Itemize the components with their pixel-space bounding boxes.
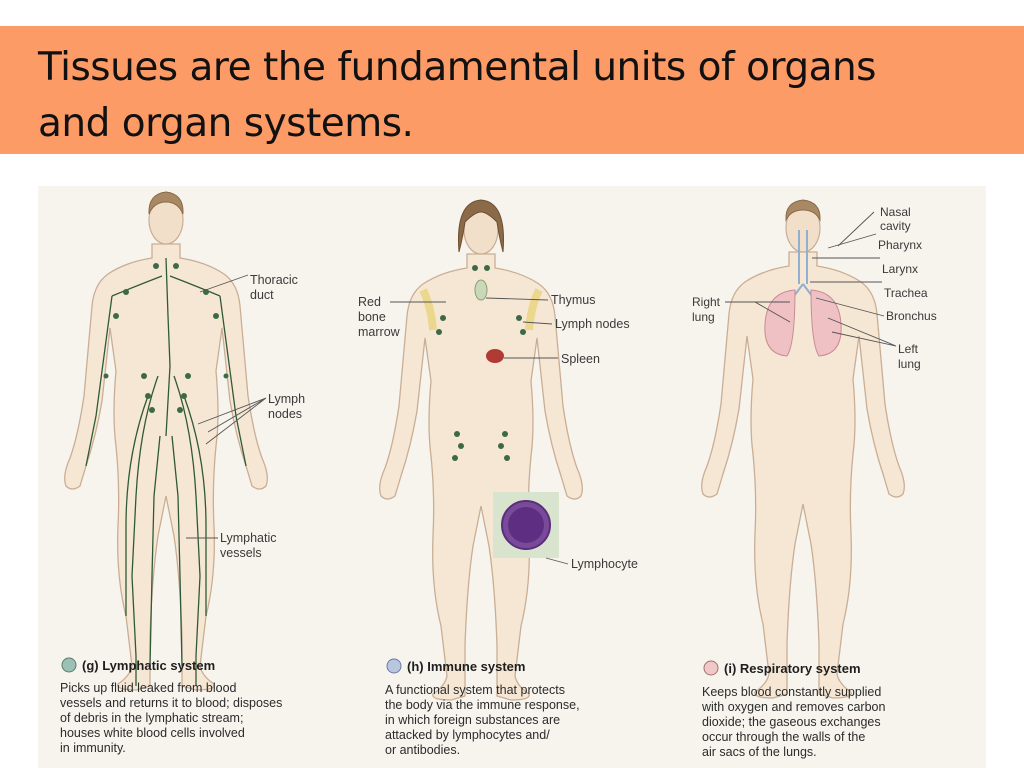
caption-immune-line: A functional system that protects [385, 683, 565, 697]
label-lymph-nodes: Lymph nodes [555, 317, 630, 331]
label-left-2: lung [898, 357, 921, 371]
lymph-nodes-immune-leader [522, 321, 553, 325]
label-lymphocyte: Lymphocyte [571, 557, 638, 571]
label-vessels-1: Lymphatic [220, 531, 277, 545]
pharynx-leader [827, 233, 877, 249]
caption-lymphatic-heading: (g) Lymphatic system [82, 658, 215, 673]
respiratory-bullet-icon [703, 660, 719, 676]
title-line-2: and organ systems. [38, 101, 414, 146]
label-bronchus: Bronchus [886, 309, 937, 323]
label-right-1: Right [692, 295, 721, 309]
caption-lymphatic-line: of debris in the lymphatic stream; [60, 711, 243, 725]
lymphatic-figure [64, 191, 268, 691]
right-lung-leader [725, 301, 791, 323]
lymphocyte-leader [545, 557, 569, 565]
label-vessels-2: vessels [220, 546, 262, 560]
label-larynx: Larynx [882, 262, 918, 276]
label-spleen: Spleen [561, 352, 600, 366]
caption-immune-line: in which foreign substances are [385, 713, 560, 727]
caption-lymphatic-line: in immunity. [60, 741, 126, 755]
thymus-leader [485, 297, 549, 301]
label-thoracic-1: Thoracic [250, 273, 298, 287]
thoracic-duct-leader [199, 274, 249, 293]
caption-immune-heading: (h) Immune system [407, 659, 525, 674]
caption-immune: (h) Immune system A functional system th… [385, 658, 580, 757]
slide-title: Tissues are the fundamental units of org… [38, 40, 1024, 152]
caption-respiratory-line: Keeps blood constantly supplied [702, 685, 881, 699]
label-trachea: Trachea [884, 286, 928, 300]
immune-bullet-icon [386, 658, 402, 674]
caption-immune-line: the body via the immune response, [385, 698, 580, 712]
label-lymph-1: Lymph [268, 392, 305, 406]
caption-immune-line: attacked by lymphocytes and/ [385, 728, 550, 742]
label-lymph-2: nodes [268, 407, 302, 421]
caption-immune-line: or antibodies. [385, 743, 460, 757]
label-nasal-1: Nasal [880, 205, 911, 219]
title-band: Tissues are the fundamental units of org… [0, 26, 1024, 154]
title-line-1: Tissues are the fundamental units of org… [38, 45, 877, 90]
label-left-1: Left [898, 342, 919, 356]
label-thoracic-2: duct [250, 288, 274, 302]
caption-lymphatic-line: houses white blood cells involved [60, 726, 245, 740]
label-marrow-2: bone [358, 310, 386, 324]
label-thymus: Thymus [551, 293, 595, 307]
caption-respiratory: (i) Respiratory system Keeps blood const… [701, 660, 885, 759]
label-marrow-3: marrow [358, 325, 401, 339]
immune-figure [379, 199, 583, 701]
nasal-leader [837, 211, 875, 247]
figure-svg: Thoracic duct Lymph nodes Lymphatic vess… [60, 191, 937, 759]
caption-lymphatic-line: Picks up fluid leaked from blood [60, 681, 237, 695]
respiratory-figure [701, 199, 905, 699]
label-marrow-1: Red [358, 295, 381, 309]
organ-systems-figure: Thoracic duct Lymph nodes Lymphatic vess… [38, 186, 986, 768]
caption-respiratory-line: dioxide; the gaseous exchanges [702, 715, 881, 729]
label-right-2: lung [692, 310, 715, 324]
left-lung-leader [827, 317, 897, 347]
caption-respiratory-line: with oxygen and removes carbon [701, 700, 885, 714]
caption-respiratory-line: occur through the walls of the [702, 730, 865, 744]
lymphocyte-nucleus [508, 507, 544, 543]
caption-respiratory-line: air sacs of the lungs. [702, 745, 817, 759]
caption-respiratory-heading: (i) Respiratory system [724, 661, 861, 676]
label-nasal-2: cavity [880, 219, 911, 233]
lymph-nodes-leader [197, 397, 267, 445]
bronchus-leader [815, 297, 885, 317]
lymphatic-bullet-icon [61, 657, 77, 673]
label-pharynx: Pharynx [878, 238, 922, 252]
caption-lymphatic-line: vessels and returns it to blood; dispose… [60, 696, 282, 710]
caption-lymphatic: (g) Lymphatic system Picks up fluid leak… [60, 657, 282, 755]
